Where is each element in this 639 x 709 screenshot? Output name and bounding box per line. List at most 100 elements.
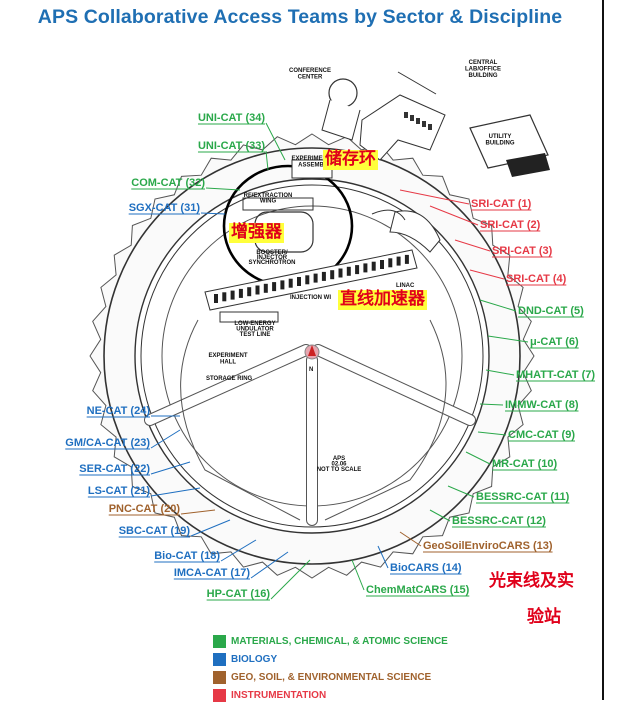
linac-segment	[338, 268, 343, 278]
sector-label-right: μ-CAT (6)	[530, 336, 579, 348]
central-lab-label: LAB/OFFICE	[465, 67, 501, 73]
linac-segment	[388, 258, 393, 268]
discipline-legend: MATERIALS, CHEMICAL, & ATOMIC SCIENCE BI…	[213, 632, 448, 704]
sector-leader-line	[479, 299, 517, 312]
storage-ring-track	[140, 184, 484, 528]
linac-segment	[404, 254, 409, 264]
linac-segment	[272, 282, 277, 292]
sector-label-right: IMMW-CAT (8)	[505, 399, 579, 411]
linac-segment	[346, 266, 351, 276]
sector-label-right: MHATT-CAT (7)	[516, 369, 595, 381]
linac-segment	[363, 263, 368, 273]
linac-segment	[214, 294, 218, 303]
linac-segment	[305, 275, 310, 285]
sector-label-right: BESSRC-CAT (11)	[476, 491, 570, 503]
experiment-hall-label: HALL	[220, 360, 236, 366]
legend-item: INSTRUMENTATION	[213, 686, 448, 704]
sector-leader-line	[479, 403, 504, 406]
linac-segment	[371, 261, 376, 271]
sector-label-left: GM/CA-CAT (23)	[65, 437, 150, 449]
sector-leader-line	[377, 545, 389, 569]
low-energy-label: UNDULATOR	[236, 327, 274, 333]
legend-swatch-materials	[213, 634, 226, 648]
sector-label-left: PNC-CAT (20)	[109, 503, 181, 515]
beamline-annotation-line1: 光束线及实	[489, 571, 574, 591]
legend-label-materials: MATERIALS, CHEMICAL, & ATOMIC SCIENCE	[231, 635, 448, 647]
sector-label-right: GeoSoilEnviroCARS (13)	[423, 540, 553, 552]
sector-label-right: SRI-CAT (2)	[480, 219, 541, 231]
central-lab-window	[422, 121, 426, 127]
linac-segment	[247, 287, 252, 297]
sector-leader-line	[399, 189, 470, 205]
rf-extraction-label: RF/EXTRACTION	[244, 193, 293, 199]
sector-leader-line	[270, 559, 311, 600]
utility-building-label: BUILDING	[486, 141, 515, 147]
sector-label-left: SBC-CAT (19)	[119, 525, 191, 537]
sector-leader-line	[150, 429, 181, 449]
central-lab-window	[404, 112, 408, 118]
linac-segment	[280, 280, 285, 290]
linac-segment	[330, 270, 335, 280]
sector-label-right: SRI-CAT (4)	[506, 273, 567, 285]
injection-wing-label: INJECTION WI	[290, 295, 331, 301]
conference-wing	[321, 99, 361, 141]
sector-label-right: SRI-CAT (3)	[492, 245, 553, 257]
utility-building	[469, 114, 549, 169]
sector-leader-line	[469, 269, 505, 280]
sector-label-left: UNI-CAT (34)	[198, 112, 265, 124]
linac-segment	[321, 271, 326, 281]
beamline-annotation-line2: 验站	[527, 607, 561, 627]
linac-segment	[313, 273, 318, 283]
central-lab-window	[410, 115, 414, 121]
sector-label-right: DND-CAT (5)	[518, 305, 584, 317]
utility-annex	[506, 153, 550, 177]
low-energy-label: LOW-ENERGY	[234, 321, 275, 327]
linac-segment	[255, 285, 260, 295]
sector-leader-line	[250, 551, 289, 579]
sector-leader-line	[429, 509, 451, 522]
sector-leader-line	[180, 509, 216, 515]
central-lab-pointer	[397, 71, 437, 95]
sector-label-right: BioCARS (14)	[390, 562, 462, 574]
rf-building	[389, 210, 441, 253]
experiment-assembly-label: EXPERIMENT	[291, 156, 330, 162]
sector-leader-line	[465, 451, 491, 465]
sector-leader-line	[485, 369, 515, 376]
sector-leader-line	[265, 150, 269, 171]
aps-scale-note: NOT TO SCALE	[317, 467, 362, 473]
low-energy-test-line	[219, 311, 279, 323]
sector-leader-line	[399, 531, 422, 547]
central-lab-label: BUILDING	[469, 73, 498, 79]
linac-segment	[222, 292, 227, 302]
buildings: CONFERENCECENTERCENTRALLAB/OFFICEBUILDIN…	[204, 60, 550, 473]
sector-label-left: HP-CAT (16)	[207, 588, 271, 600]
legend-label-geo: GEO, SOIL, & ENVIRONMENTAL SCIENCE	[231, 671, 432, 683]
booster-label: INJECTOR	[257, 255, 288, 261]
central-lab-building	[359, 94, 446, 161]
sector-leader-line	[429, 205, 479, 226]
legend-swatch-geo	[213, 670, 226, 684]
sector-leader-line	[447, 485, 475, 498]
experiment-hall-label: EXPERIMENT	[208, 353, 247, 359]
sector-leader-line	[454, 239, 491, 252]
diagram-title: APS Collaborative Access Teams by Sector…	[37, 6, 563, 28]
sector-leader-line	[220, 539, 257, 562]
sector-leader-line	[205, 187, 241, 191]
linac-segment	[230, 290, 235, 300]
sector-leader-line	[190, 519, 231, 537]
aps-scale-note: APS	[333, 456, 345, 462]
rf-extraction-label: WING	[260, 199, 277, 205]
sector-label-left: Bio-CAT (18)	[154, 550, 220, 562]
sector-label-left: SER-CAT (22)	[79, 463, 150, 475]
rf-extraction-wing	[242, 197, 314, 211]
north-label: N	[309, 367, 313, 373]
linac-segment	[396, 256, 401, 266]
sector-leader-line	[200, 212, 226, 215]
sector-leader-line	[487, 335, 529, 343]
sector-label-left: NE-CAT (24)	[87, 405, 151, 417]
legend-item: MATERIALS, CHEMICAL, & ATOMIC SCIENCE	[213, 632, 448, 650]
sector-leader-line	[477, 431, 507, 436]
utility-building-label: UTILITY	[489, 134, 512, 140]
linac-segment	[297, 277, 301, 286]
